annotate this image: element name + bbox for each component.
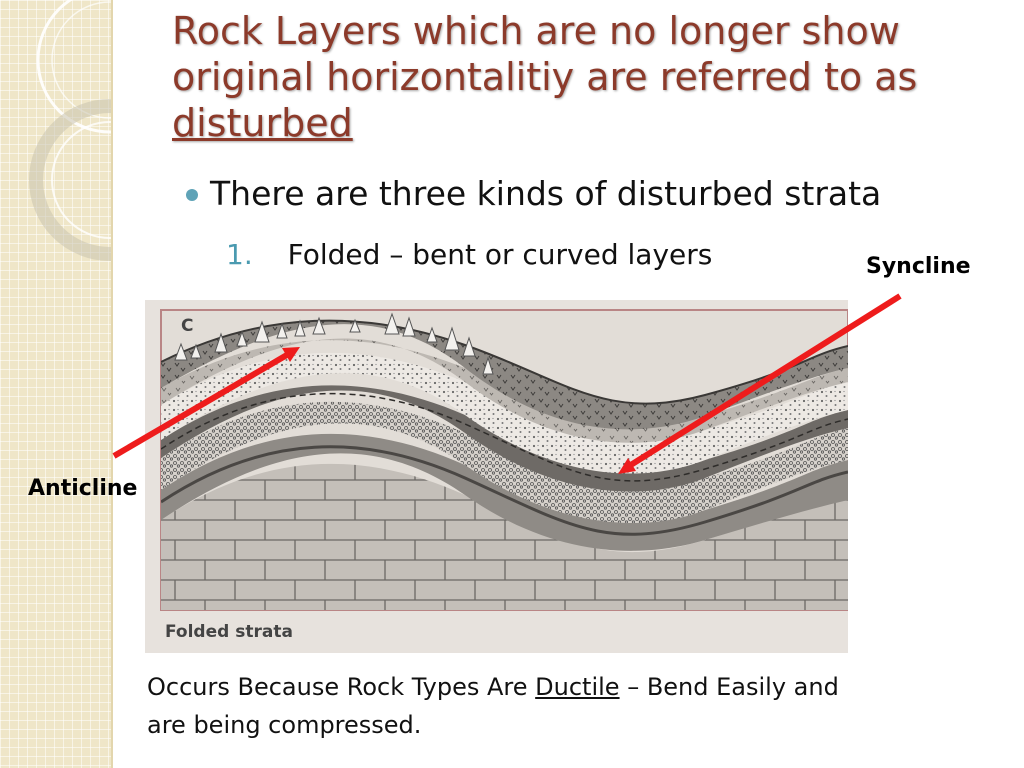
numbered-item-text: Folded – bent or curved layers [287,238,713,271]
bullet-text: There are three kinds of disturbed strat… [210,174,882,213]
slide-title-emphasis: disturbed [172,101,353,145]
syncline-label: Syncline [866,254,971,279]
numbered-item-number: 1. [226,238,253,271]
figure-panel-letter: C [181,316,194,336]
folded-strata-figure: C Folded strata [145,300,849,653]
slide-title-main: Rock Layers which are no longer show ori… [172,9,918,99]
tree-icon-group [174,312,494,375]
anticline-label: Anticline [28,476,138,501]
decorative-circles [29,0,113,261]
numbered-item: 1. Folded – bent or curved layers [226,238,712,271]
bullet-item: There are three kinds of disturbed strat… [186,174,881,213]
explanation-text: Occurs Because Rock Types Are Ductile – … [147,668,847,744]
bullet-dot-icon [186,188,198,201]
side-strip-edge [111,0,113,768]
folded-strata-illustration [160,309,849,611]
figure-caption: Folded strata [165,622,293,642]
explanation-part1: Occurs Because Rock Types Are [147,673,536,701]
decorative-side-strip [0,0,113,768]
explanation-ductile: Ductile [535,673,620,701]
slide-title: Rock Layers which are no longer show ori… [172,8,1002,146]
explanation-part2: – Bend Easily and are being compressed. [147,673,839,739]
